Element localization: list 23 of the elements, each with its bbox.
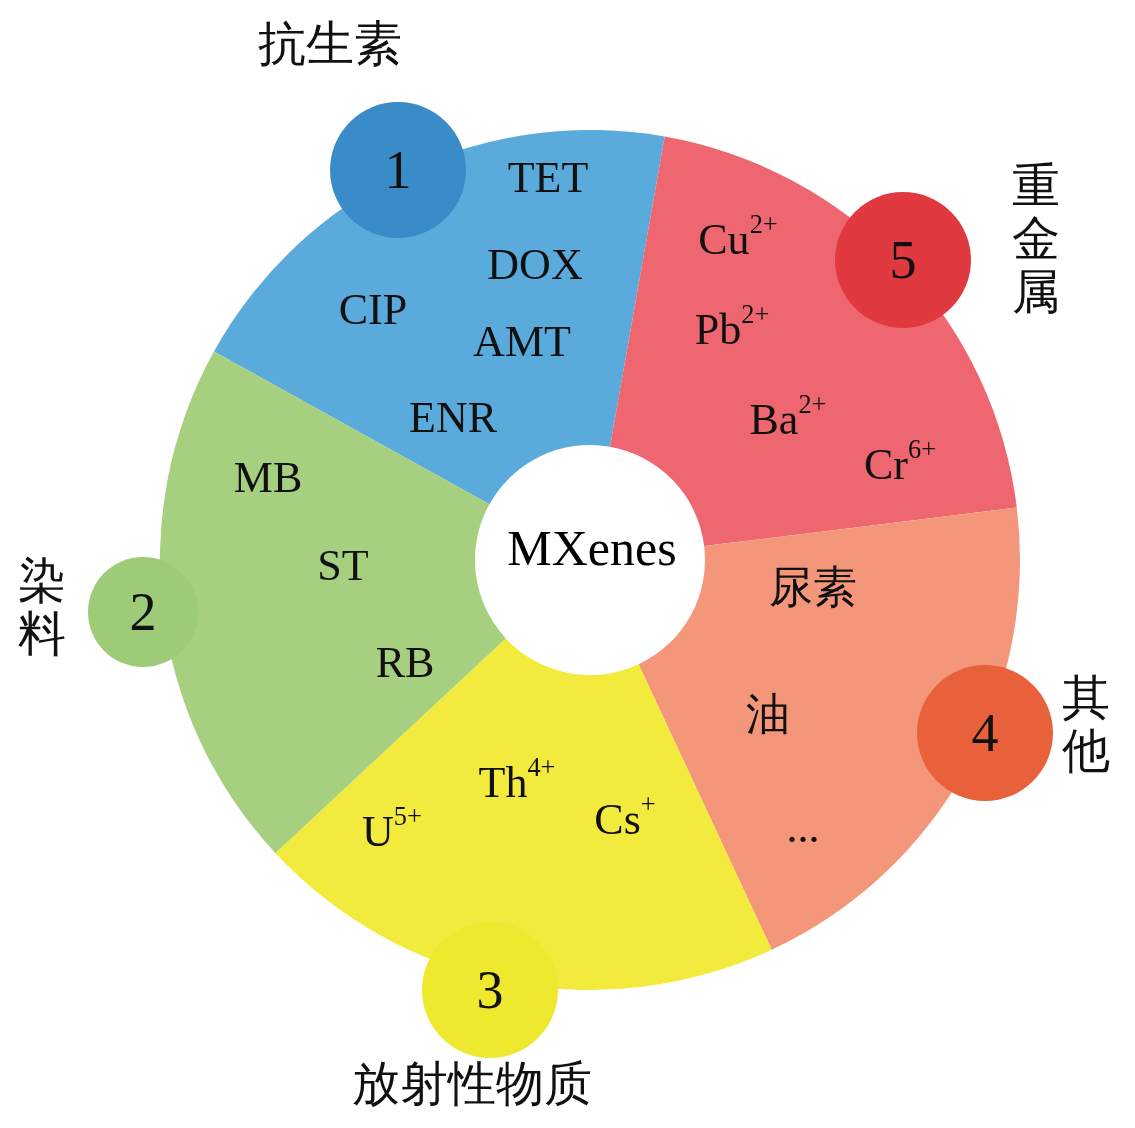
category-heading: 其他 bbox=[1062, 672, 1110, 778]
pollutant-label: ... bbox=[786, 806, 820, 850]
number-circle: 3 bbox=[422, 922, 558, 1058]
pollutant-label: 尿素 bbox=[769, 566, 857, 610]
number-circle: 2 bbox=[88, 557, 198, 667]
pollutant-label: MB bbox=[233, 456, 303, 500]
pollutant-label: ENR bbox=[409, 396, 497, 440]
pollutant-label: DOX bbox=[487, 243, 583, 287]
pollutant-label: ST bbox=[317, 544, 369, 588]
pollutant-label: Cs$^{+}$ bbox=[594, 798, 656, 842]
center-label: MXenes bbox=[507, 523, 677, 573]
category-heading: 抗生素 bbox=[258, 18, 402, 71]
number-circle: 5 bbox=[835, 192, 971, 328]
pollutant-label: 油 bbox=[746, 693, 790, 737]
pollutant-label: TET bbox=[507, 156, 589, 200]
pollutant-label: CIP bbox=[338, 288, 408, 332]
category-heading: 重金属 bbox=[1012, 160, 1060, 319]
number-circle: 1 bbox=[330, 102, 466, 238]
category-heading: 放射性物质 bbox=[352, 1058, 592, 1111]
category-heading: 染料 bbox=[18, 555, 66, 661]
number-circle: 4 bbox=[917, 665, 1053, 801]
pollutant-label: AMT bbox=[473, 320, 571, 364]
pollutant-label: RB bbox=[375, 641, 435, 685]
